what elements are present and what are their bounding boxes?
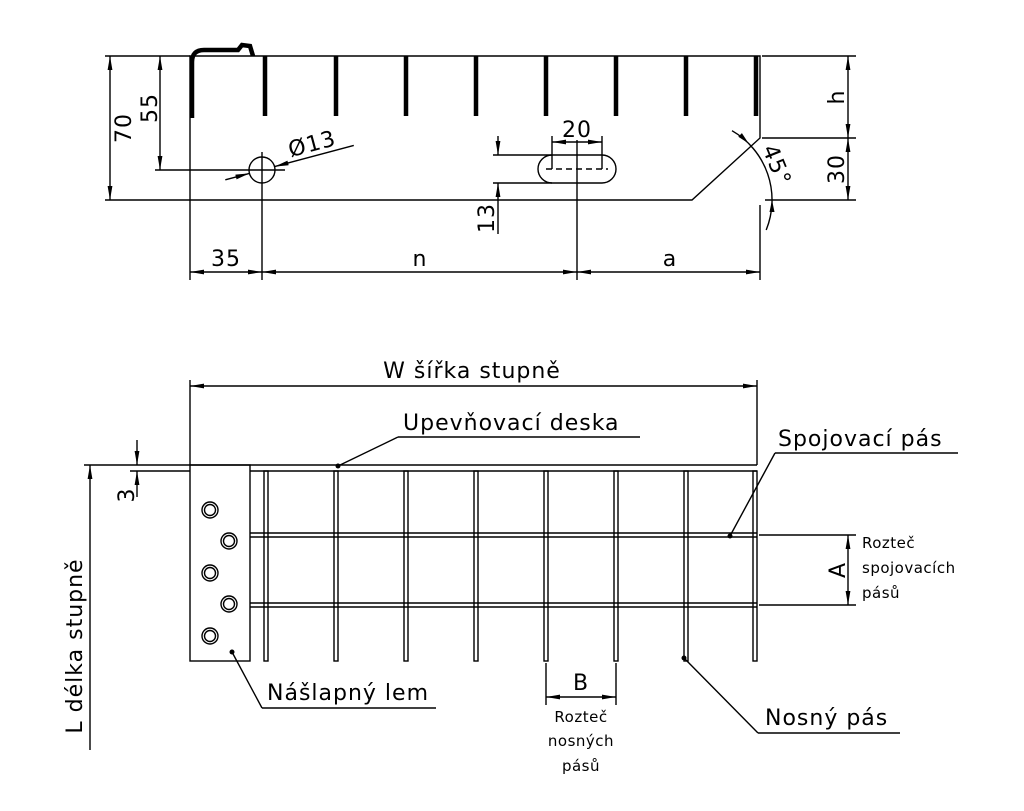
slot-length-label: 20 [562, 118, 592, 143]
bearing-pitch-note-line-2: nosných [548, 732, 614, 750]
bearing-bar-callout: Nosný pás [765, 706, 888, 731]
bar-height-label: h [825, 90, 850, 105]
hole-height-label: 55 [138, 93, 163, 123]
cross-pitch-label: A [826, 562, 851, 578]
hole-spacing-label: n [413, 247, 428, 272]
plan-view: W šířka stupně [63, 359, 958, 775]
slot-height-label: 13 [475, 203, 500, 233]
bearing-bar [263, 470, 269, 662]
cross-bar-callout: Spojovací pás [778, 427, 943, 452]
bearing-bar [403, 470, 409, 662]
bearing-bar [683, 470, 689, 662]
bearing-bar-profiles [262, 56, 759, 116]
tread-edge-callout: Nášlapný lem [267, 681, 429, 706]
length-label: L délka stupně [63, 558, 88, 733]
total-height-label: 70 [112, 113, 137, 143]
plate-thickness-label: 3 [115, 488, 140, 503]
fixing-plate-leader [337, 436, 399, 467]
bearing-pitch-note-line-3: pásů [562, 757, 600, 775]
bearing-bar [752, 470, 758, 662]
hole-offset-label: 35 [211, 247, 241, 272]
tread-edge-hole [201, 501, 219, 519]
fixing-plate-callout: Upevňovací deska [403, 411, 620, 436]
tread-edge-hole [220, 532, 238, 550]
cross-bar-leader-dot [727, 533, 733, 539]
chamfer-angle-label: 45° [757, 141, 796, 189]
slot-offset-label: a [663, 247, 677, 272]
hole-diameter-leader [225, 172, 250, 181]
bearing-bar [543, 470, 549, 662]
bearing-pitch-label: B [573, 671, 589, 696]
width-label: W šířka stupně [383, 359, 561, 384]
fixing-plate-lip [189, 42, 256, 118]
angle-arrowhead [738, 133, 749, 144]
hole-diameter-leader [274, 144, 354, 168]
tread-edge-leader [231, 651, 263, 709]
chamfer-height-label: 30 [825, 154, 850, 184]
bearing-bar-leader [683, 657, 759, 734]
cross-pitch-note-line-3: pásů [862, 584, 900, 602]
fixing-plate-leader-dot [335, 463, 341, 469]
tread-edge-hole [220, 595, 238, 613]
tread-edge-holes [201, 501, 238, 645]
cross-pitch-note-line-1: Rozteč [862, 534, 915, 552]
bearing-pitch-note-line-1: Rozteč [554, 708, 607, 726]
bearing-bar [473, 470, 479, 662]
bearing-bar-leader-dot [681, 655, 687, 661]
angle-arrowhead [769, 200, 775, 212]
bearing-bar [613, 470, 619, 662]
side-view: Ø13 20 13 70 55 h 30 45° [105, 42, 856, 280]
tread-edge-leader-dot [229, 649, 235, 655]
tread-edge-hole [201, 564, 219, 582]
bearing-bar [333, 470, 339, 662]
hole-diameter-label: Ø13 [286, 126, 339, 163]
tread-edge-plate [189, 464, 251, 662]
cross-bar-leader [729, 452, 776, 537]
cross-bars [250, 532, 757, 608]
tread-edge-hole [201, 627, 219, 645]
bearing-bars [263, 470, 758, 662]
cross-pitch-note-line-2: spojovacích [862, 559, 956, 577]
